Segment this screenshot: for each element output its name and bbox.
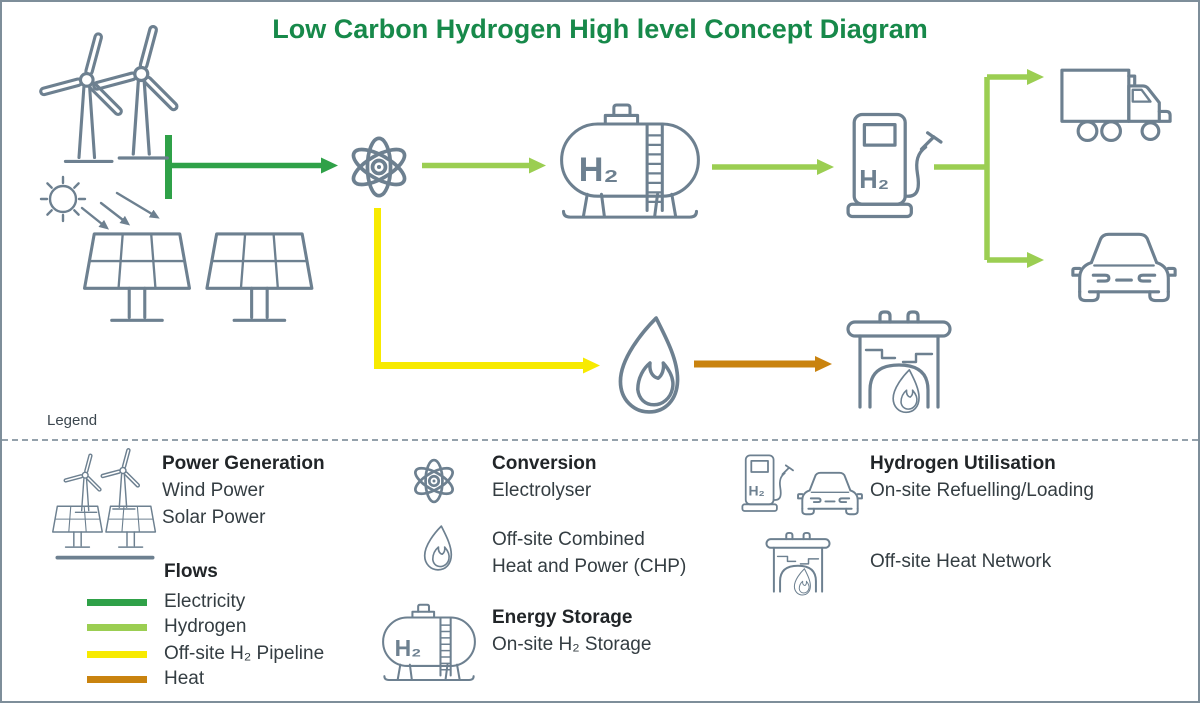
legend-hydrogen-utilisation: Hydrogen Utilisation On-site Refuelling/… — [870, 450, 1094, 504]
legend-chp-flame-icon — [419, 524, 457, 572]
legend-label: Legend — [47, 412, 98, 429]
legend-wind-power: Wind Power — [162, 480, 265, 501]
legend-offsite-heat-network: Off-site Heat Network — [870, 551, 1052, 572]
car-icon — [1068, 222, 1180, 308]
hydrogen-swatch — [87, 623, 147, 631]
legend-hydrogen-utilisation-heading: Hydrogen Utilisation — [870, 453, 1056, 474]
heat-swatch — [87, 675, 147, 683]
legend-flow-heat: Heat — [87, 667, 204, 691]
legend-onsite-h2-storage: On-site H₂ Storage — [492, 634, 652, 655]
chp-flame-icon — [608, 314, 690, 416]
legend-h2-dispenser-icon: H₂ — [740, 452, 796, 516]
page-title: Low Carbon Hydrogen High level Concept D… — [272, 14, 928, 44]
hydrogen-label: Hydrogen — [164, 616, 247, 637]
sun-rays-icon — [39, 175, 160, 230]
legend-energy-storage-heading: Energy Storage — [492, 607, 633, 628]
legend-h2-storage-tank-icon: H₂ — [378, 598, 480, 688]
legend-heat-network-fireplace-icon — [764, 528, 832, 596]
solar-panels-icon — [18, 230, 256, 332]
electricity-label: Electricity — [164, 591, 246, 612]
h2-label: H₂ — [395, 635, 422, 661]
legend-conversion: Conversion Electrolyser — [492, 450, 597, 504]
legend-chp-line2: Heat and Power (CHP) — [492, 556, 687, 577]
legend-chp-line1: Off-site Combined — [492, 529, 645, 550]
legend-car-icon — [795, 466, 865, 518]
h2-label: H₂ — [749, 482, 765, 498]
pipeline-label: Off-site H₂ Pipeline — [164, 643, 325, 664]
legend-power-generation: Power Generation Wind Power Solar Power — [162, 450, 325, 531]
legend-flow-electricity: Electricity — [87, 590, 245, 614]
h2-storage-tank-icon: H₂ — [554, 94, 706, 230]
heat-label: Heat — [164, 668, 205, 689]
legend-divider — [2, 439, 1198, 441]
legend-power-generation-heading: Power Generation — [162, 453, 325, 474]
wind-turbines-icon — [14, 22, 164, 162]
legend-power-generation-icon — [50, 446, 160, 562]
legend-flow-pipeline: Off-site H₂ Pipeline — [87, 642, 324, 666]
h2-label: H₂ — [579, 151, 619, 189]
pipeline-swatch — [87, 650, 147, 658]
h2-dispenser-icon: H₂ — [844, 108, 946, 226]
legend-onsite-refuelling: On-site Refuelling/Loading — [870, 480, 1094, 501]
truck-icon — [1058, 62, 1176, 156]
electricity-swatch — [87, 598, 147, 606]
legend-flows-heading: Flows — [164, 561, 218, 582]
legend-electrolyser-atom-icon — [406, 454, 462, 508]
legend-flow-hydrogen: Hydrogen — [87, 615, 246, 639]
electrolyser-atom-icon — [342, 128, 416, 206]
legend-conversion-heading: Conversion — [492, 453, 597, 474]
legend-energy-storage: Energy Storage On-site H₂ Storage — [492, 604, 651, 658]
h2-label: H₂ — [859, 166, 889, 194]
heat-network-fireplace-icon — [844, 304, 954, 414]
legend-electrolyser: Electrolyser — [492, 480, 592, 501]
legend-solar-power: Solar Power — [162, 507, 266, 528]
legend-chp: Off-site Combined Heat and Power (CHP) — [492, 526, 686, 580]
